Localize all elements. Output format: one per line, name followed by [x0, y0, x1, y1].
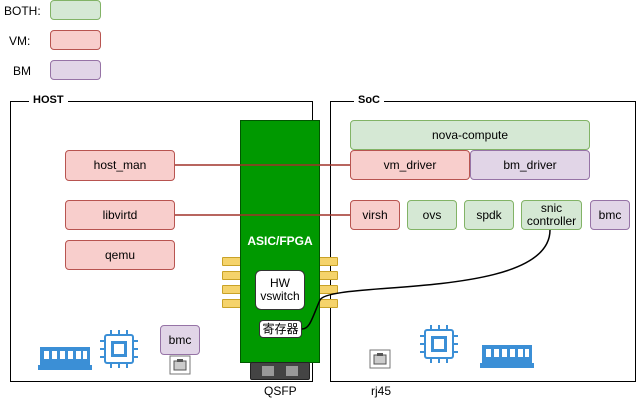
card-title: ASIC/FPGA — [247, 234, 313, 248]
card-tab-right-4 — [319, 299, 338, 308]
ovs: ovs — [407, 200, 457, 230]
rj45-label: rj45 — [371, 384, 392, 398]
spdk: spdk — [464, 200, 514, 230]
qsfp-label: QSFP — [264, 384, 297, 398]
libvirtd: libvirtd — [65, 200, 175, 230]
legend-vm-swatch — [50, 30, 101, 50]
card-tab-left-2 — [222, 271, 241, 280]
card-tab-left-1 — [222, 257, 241, 266]
qemu: qemu — [65, 240, 175, 270]
card-tab-right-3 — [319, 285, 338, 294]
legend-bm-label: BM — [13, 64, 31, 78]
register-block: 寄存器 — [259, 320, 302, 338]
virsh: virsh — [350, 200, 400, 230]
card-tab-right-2 — [319, 271, 338, 280]
host-bmc: bmc — [160, 325, 200, 355]
qsfp-slot-1 — [262, 366, 274, 376]
legend-both-label: BOTH: — [4, 4, 41, 18]
nova-compute: nova-compute — [350, 120, 590, 150]
host-man: host_man — [65, 150, 175, 181]
hw-vswitch: HW vswitch — [255, 270, 305, 310]
legend-bm-swatch — [50, 60, 101, 80]
host-title: HOST — [29, 94, 68, 106]
card-tab-left-4 — [222, 299, 241, 308]
card-tab-left-3 — [222, 285, 241, 294]
qsfp-slot-2 — [286, 366, 298, 376]
snic-controller: snic controller — [521, 200, 582, 230]
card-tab-right-1 — [319, 257, 338, 266]
qsfp-port — [250, 362, 310, 380]
soc-title: SoC — [354, 94, 384, 106]
bm-driver: bm_driver — [470, 150, 590, 180]
legend-both-swatch — [50, 0, 101, 20]
vm-driver: vm_driver — [350, 150, 470, 180]
soc-bmc: bmc — [590, 200, 630, 230]
legend-vm-label: VM: — [9, 34, 31, 48]
